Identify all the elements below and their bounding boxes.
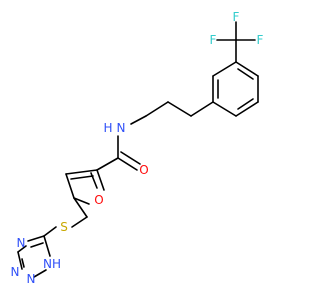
bonds [17, 21, 259, 278]
bond-furan-ch2 [73, 197, 88, 218]
atom-triazole-n-c: N [11, 265, 20, 279]
bond-chain-3 [145, 101, 169, 117]
atom-s: S [60, 220, 68, 234]
bond-chain-2 [167, 101, 192, 117]
bond-tri-2 [43, 235, 51, 257]
bond-co-o-b [120, 151, 141, 165]
bond-co-furan [96, 157, 119, 171]
bond-benz-inner-1 [237, 68, 254, 80]
bond-s-triazole [43, 226, 57, 237]
bond-co-o-a [117, 157, 138, 171]
bond-chain-1 [190, 101, 214, 117]
bond-tri-1 [27, 235, 45, 242]
atom-amide-h: H [103, 121, 112, 135]
bond-tri-inner-1 [30, 242, 44, 248]
atom-f2: F [257, 33, 264, 47]
atom-f1: F [210, 33, 217, 47]
bond-benz-3 [235, 101, 259, 117]
atom-furan-o: O [94, 193, 103, 207]
bond-chain-4 [130, 115, 147, 125]
bond-benz-4 [212, 101, 237, 117]
bond-benz-6 [212, 61, 237, 77]
bond-benz-1 [235, 61, 259, 77]
atom-triazole-nh: NH [43, 257, 61, 271]
bond-furan-3 [65, 173, 75, 199]
bond-benz-inner-2 [237, 98, 254, 110]
bond-furan-inner-2 [90, 172, 98, 189]
atom-labels: F F F H N O O S N NH N N [11, 10, 264, 286]
molecule-diagram: F F F H N O O S N NH N N [11, 10, 264, 286]
bond-tri-3 [33, 269, 47, 278]
atom-amide-n: N [117, 121, 126, 135]
atom-triazole-n-b: N [27, 272, 36, 286]
bond-furan-4 [65, 169, 98, 175]
atom-triazole-n-a: N [17, 236, 26, 250]
bond-furan-1 [96, 169, 105, 191]
atom-carbonyl-o: O [139, 163, 148, 177]
bond-furan-2 [73, 197, 90, 205]
bond-ch2-s [71, 216, 88, 228]
bond-tri-4 [17, 251, 23, 270]
atom-f3: F [233, 10, 240, 24]
bond-tri-5 [17, 245, 27, 253]
bond-furan-inner-1 [70, 175, 94, 180]
bond-tri-inner-2 [21, 258, 25, 268]
